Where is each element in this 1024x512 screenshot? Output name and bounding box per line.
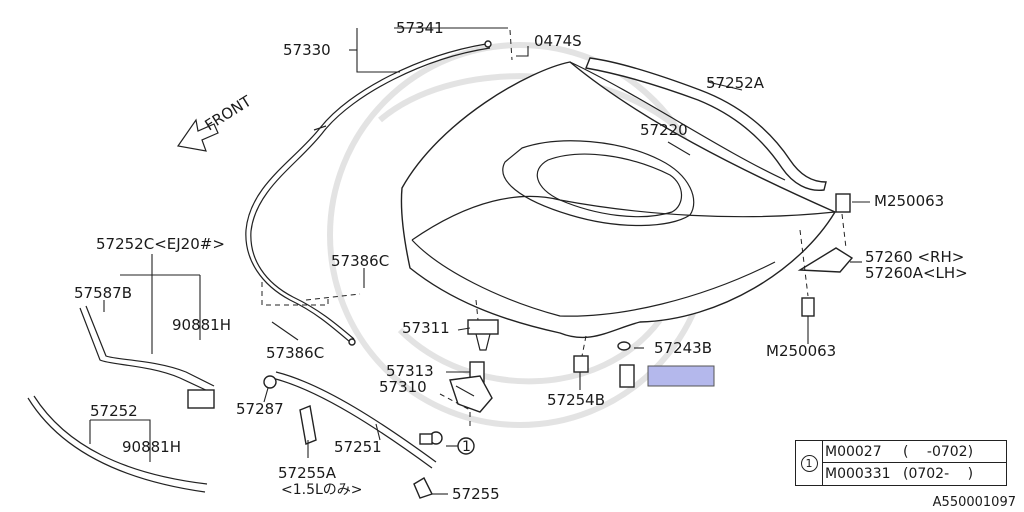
part-label-57252[interactable]: 57252	[90, 402, 138, 420]
ref-marker-icon	[457, 437, 475, 455]
release-cable	[245, 40, 492, 346]
grille-seal-parts	[27, 305, 215, 493]
figure-id: A550001097	[932, 495, 1016, 510]
hood-stopper-bracket	[573, 193, 854, 388]
front-direction-label: FRONT	[202, 92, 256, 135]
legend-range: ( -0702)	[903, 444, 974, 460]
legend-code: M000331	[825, 466, 891, 482]
part-label-90881h-lower[interactable]: 90881H	[122, 438, 181, 456]
part-label-57260a-lh[interactable]: 57260A<LH>	[865, 264, 968, 282]
legend-marker-cell: 1	[796, 441, 823, 485]
part-label-57255a-note: <1.5Lのみ>	[281, 482, 363, 498]
part-label-57313[interactable]: 57313	[386, 362, 434, 380]
part-label-m250063-bottom[interactable]: M250063	[766, 342, 836, 360]
part-label-57386c-lower[interactable]: 57386C	[266, 344, 324, 362]
legend-row[interactable]: M000331 (0702- )	[822, 463, 1006, 485]
part-label-57260-rh[interactable]: 57260 <RH>	[865, 248, 964, 266]
part-label-57341[interactable]: 57341	[396, 19, 444, 37]
front-arrow-icon	[176, 118, 219, 152]
part-label-57310[interactable]: 57310	[379, 378, 427, 396]
legend-range: (0702- )	[903, 466, 974, 482]
hood-seal-strip	[585, 57, 827, 191]
legend-code: M00027	[825, 444, 882, 460]
guide-lines	[261, 29, 847, 430]
part-label-0474s[interactable]: 0474S	[534, 32, 582, 50]
legend-row[interactable]: M00027 ( -0702)	[822, 441, 1006, 463]
part-label-57386c-upper[interactable]: 57386C	[331, 252, 389, 270]
ref-marker-number: 1	[462, 439, 471, 455]
part-label-57255a[interactable]: 57255A	[278, 464, 337, 482]
legend-marker: 1	[800, 454, 818, 472]
part-label-57251[interactable]: 57251	[334, 438, 382, 456]
part-label-57311[interactable]: 57311	[402, 319, 450, 337]
hood-panel	[400, 61, 837, 339]
part-label-57243b[interactable]: 57243B	[654, 339, 712, 357]
part-label-m250063-top[interactable]: M250063	[874, 192, 944, 210]
part-label-57254b[interactable]: 57254B	[547, 391, 605, 409]
part-label-57252a[interactable]: 57252A	[706, 74, 765, 92]
part-label-57220[interactable]: 57220	[640, 121, 688, 139]
part-label-57330[interactable]: 57330	[283, 41, 331, 59]
hood-lock-assembly	[419, 319, 499, 445]
part-label-57587b[interactable]: 57587B	[74, 284, 132, 302]
highlight-box	[647, 365, 715, 387]
part-label-57255[interactable]: 57255	[452, 485, 500, 503]
part-label-57252c[interactable]: 57252C<EJ20#>	[96, 235, 225, 253]
part-label-90881h-upper[interactable]: 90881H	[172, 316, 231, 334]
legend-table: 1 M00027 ( -0702) M000331 (0702- )	[795, 440, 1007, 486]
hood-stay-rod	[263, 371, 437, 499]
leader-lines	[89, 27, 870, 495]
part-label-57287[interactable]: 57287	[236, 400, 284, 418]
